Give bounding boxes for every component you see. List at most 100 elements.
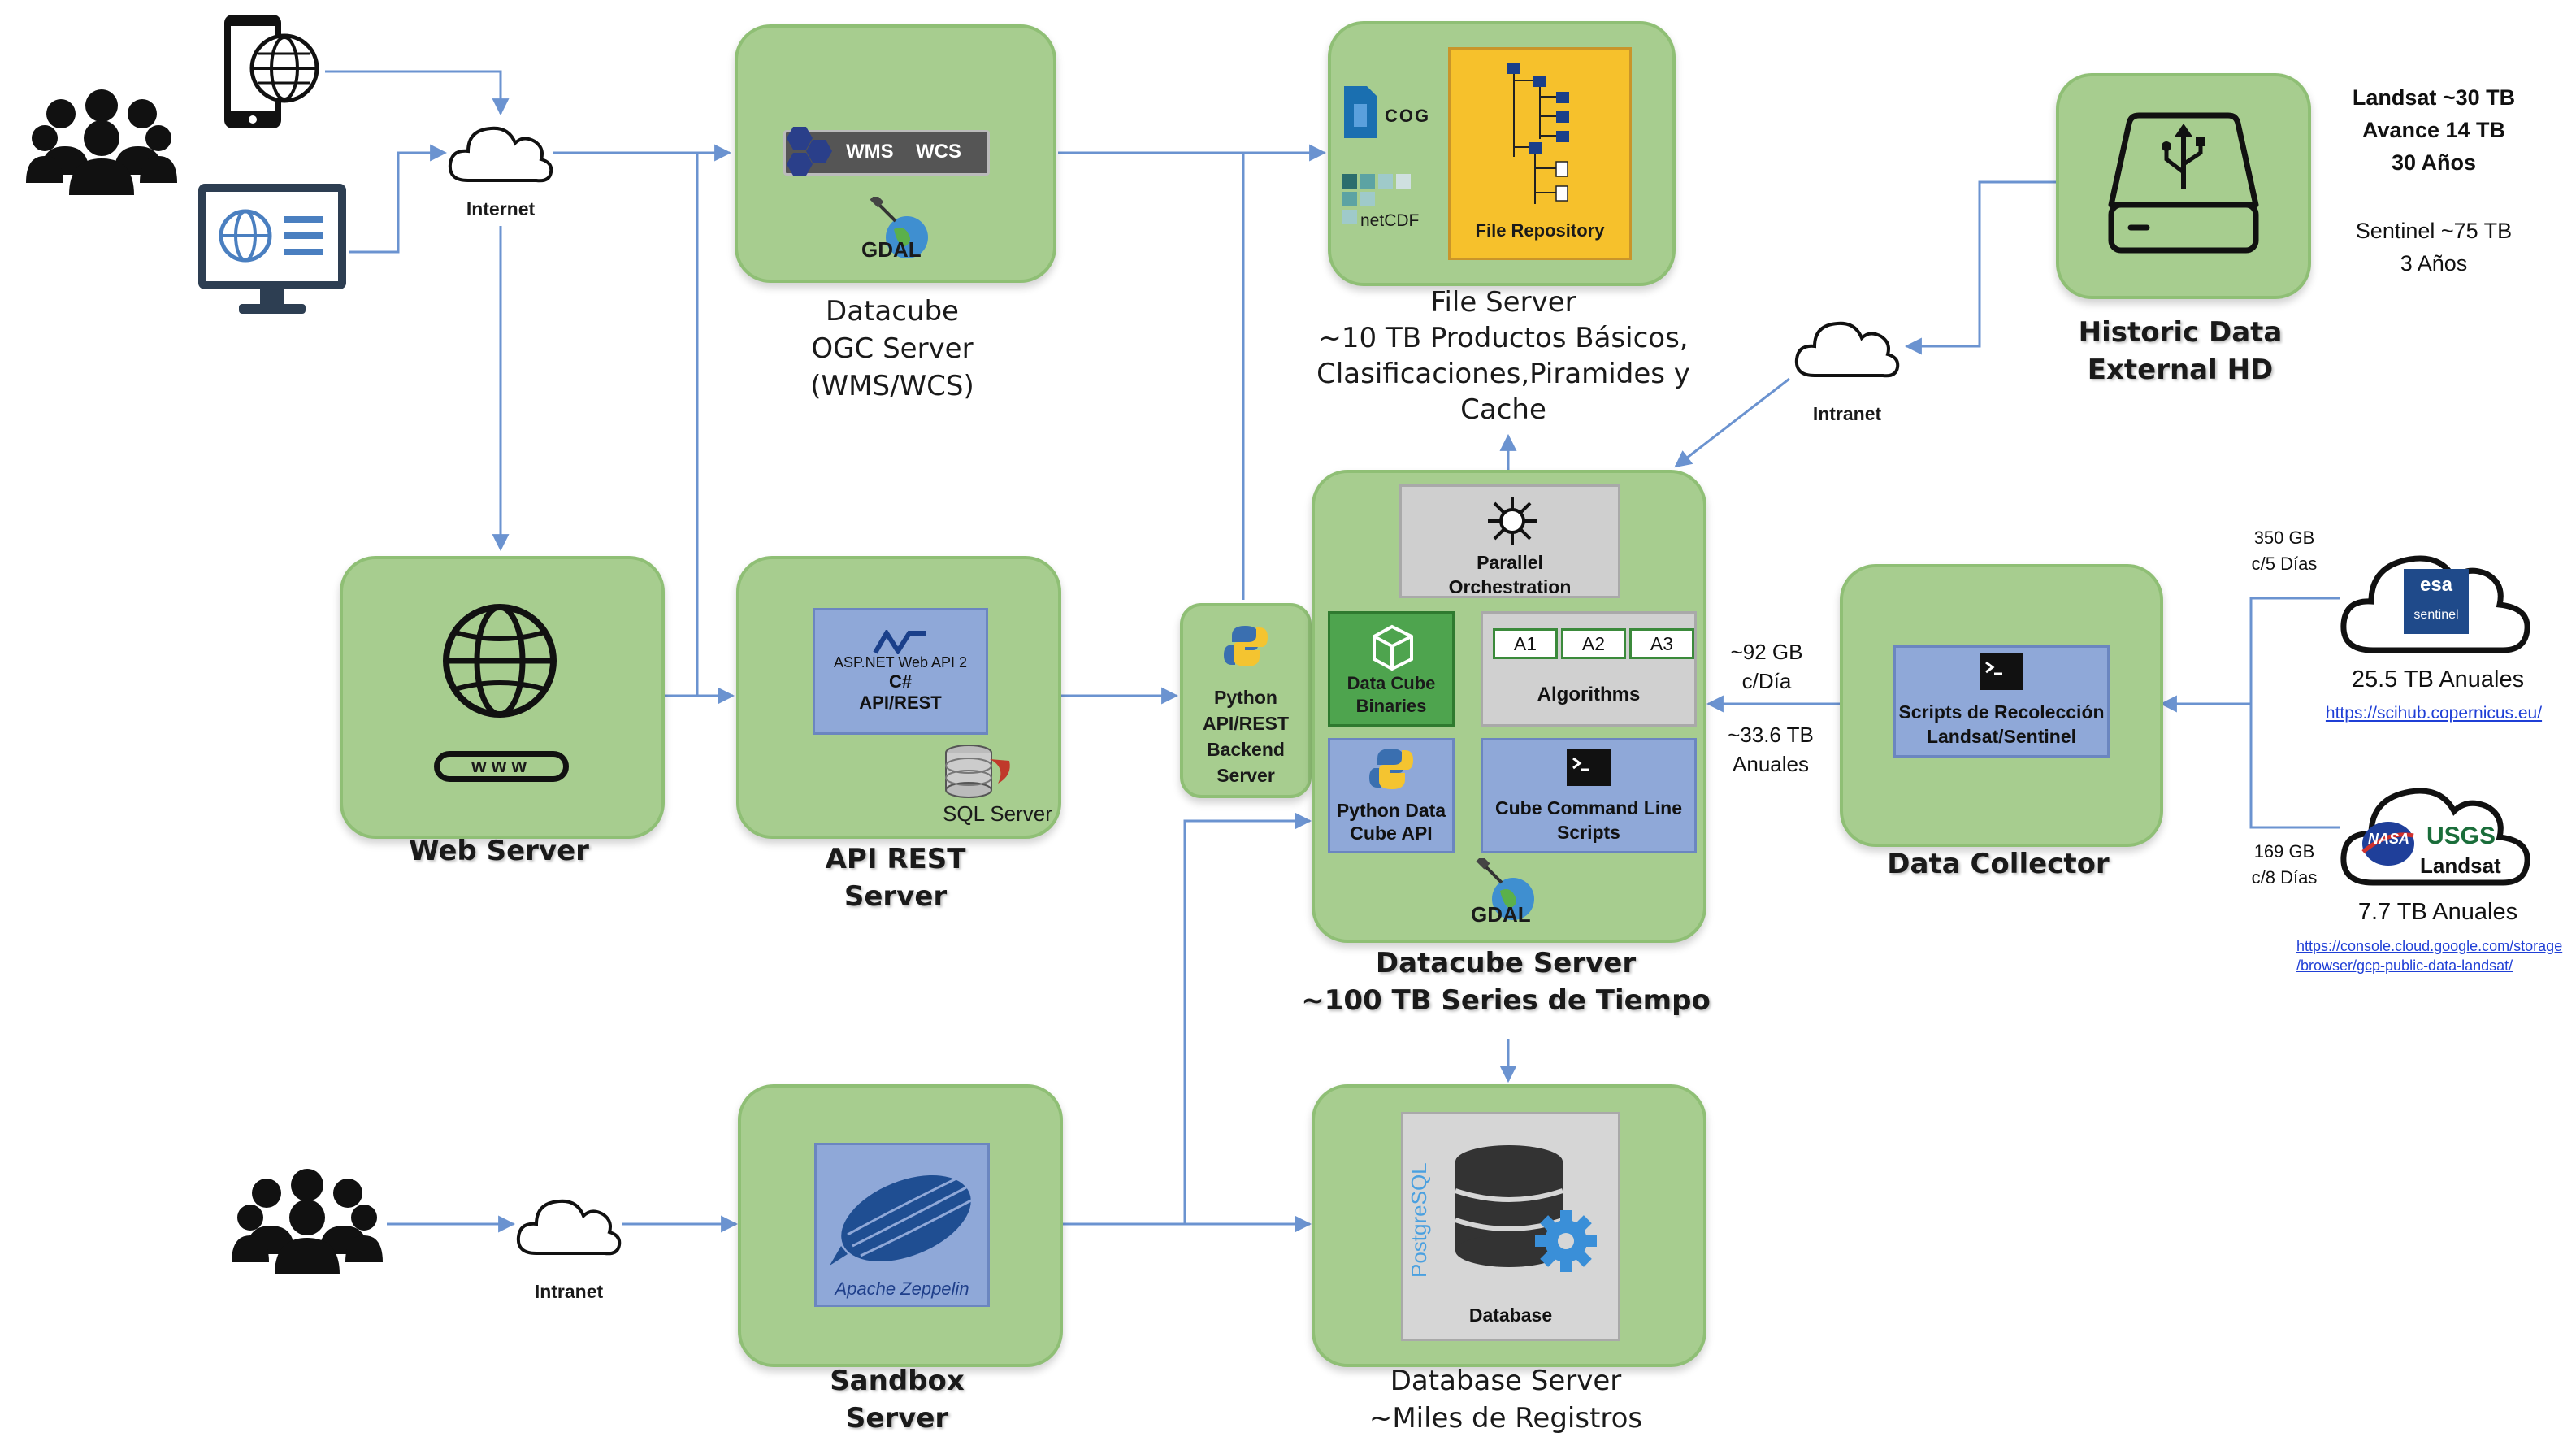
sentinel-annual: 25.5 TB Anuales [2351, 666, 2525, 692]
datacube-server-title: Datacube Server ~100 TB Series de Tiempo [1284, 944, 1728, 1019]
gear-icon [1535, 1210, 1597, 1272]
gdal-globe-icon [870, 197, 928, 258]
database-panel: PostgreSQL Database [1401, 1112, 1620, 1341]
binaries-line-1: Data Cube [1347, 673, 1436, 693]
python-backend-label: Python API/REST Backend Server [1183, 684, 1308, 788]
file-repository-panel: File Repository [1448, 47, 1632, 260]
cube-command-line-panel: Cube Command Line Scripts [1481, 738, 1697, 853]
globe-icon [443, 604, 557, 718]
flow-daily-line-2: c/Día [1741, 669, 1792, 693]
python-logo-icon [1224, 626, 1268, 666]
flow-annual-line-2: Anuales [1733, 752, 1809, 776]
datacube-title-line-1: Datacube Server [1375, 947, 1637, 979]
wms-label: WMS [846, 141, 894, 163]
file-server-box[interactable]: COG netCDF File Repository [1328, 21, 1676, 286]
python-backend-line-4: Server [1216, 765, 1275, 786]
esa-label: esa [2419, 574, 2453, 596]
cube-icon [1373, 624, 1413, 671]
landsat-url-line-1[interactable]: https://console.cloud.google.com/storage [2296, 938, 2563, 954]
python-backend-box[interactable]: Python API/REST Backend Server [1180, 603, 1312, 798]
landsat-rate-line-1: 169 GB [2253, 841, 2315, 862]
flow-daily-line-1: ~92 GB [1730, 640, 1803, 664]
algorithms-label: Algorithms [1537, 684, 1641, 705]
ogc-title-line-1: Datacube [826, 295, 959, 328]
file-title-line-3: Clasificaciones,Piramides y [1316, 358, 1690, 390]
flow-note-annual: ~33.6 TB Anuales [1710, 720, 1832, 779]
datacube-ogc-server-box[interactable]: WMS WCS GDAL [735, 24, 1056, 283]
intranet-cloud-icon-bottom [516, 1199, 622, 1256]
file-title-line-4: Cache [1460, 393, 1546, 426]
historic-landsat-notes: Landsat ~30 TB Avance 14 TB 30 Años [2324, 81, 2543, 179]
landsat-rate: 169 GB c/8 Días [2223, 839, 2345, 891]
datacube-server-box[interactable]: Parallel Orchestration Data Cube Binarie… [1312, 470, 1706, 943]
aspnet-label: ASP.NET Web API 2 [833, 653, 968, 671]
historic-sentinel-notes: Sentinel ~75 TB 3 Años [2324, 215, 2543, 280]
file-title-line-1: File Server [1430, 286, 1576, 319]
apirest-label: API/REST [859, 692, 942, 713]
landsat-url-line-2[interactable]: /browser/gcp-public-data-landsat/ [2296, 957, 2513, 974]
sql-server-label: SQL Server [943, 801, 1052, 826]
landsat-url-link[interactable]: https://console.cloud.google.com/storage… [2296, 936, 2576, 975]
usgs-label: USGS [2426, 823, 2496, 849]
landsat-rate-line-2: c/8 Días [2251, 867, 2318, 888]
historic-title-line-1: Historic Data [2078, 316, 2283, 349]
historic-title-line-2: External HD [2087, 354, 2274, 386]
historic-note-1: Landsat ~30 TB [2352, 85, 2516, 110]
historic-data-title: Historic Data External HD [2023, 314, 2337, 389]
sandbox-server-box[interactable]: Apache Zeppelin [738, 1084, 1063, 1367]
flow-note-daily: ~92 GB c/Día [1710, 637, 1824, 696]
algorithms-panel: A1 A2 A3 Algorithms [1481, 611, 1697, 727]
historic-data-box[interactable] [2056, 73, 2311, 299]
collector-terminal-icon [1980, 653, 2023, 690]
cog-label: COG [1385, 106, 1431, 126]
aspnet-logo-icon [873, 629, 926, 654]
sentinel-url-link[interactable]: https://scihub.copernicus.eu/ [2325, 704, 2543, 723]
sql-server-icon [945, 745, 1010, 798]
historic-note-3: 30 Años [2391, 150, 2477, 175]
file-server-title: File Server ~10 TB Productos Básicos, Cl… [1300, 284, 1706, 428]
cog-file-icon [1344, 86, 1377, 138]
data-collector-box[interactable]: Scripts de Recolección Landsat/Sentinel [1840, 564, 2163, 847]
line-sandbox-datacube [1183, 812, 1312, 1224]
file-title-line-2: ~10 TB Productos Básicos, [1318, 322, 1689, 354]
web-server-box[interactable]: www [340, 556, 665, 839]
sentinel-rate: 350 GB c/5 Días [2223, 525, 2345, 577]
database-server-title: Database Server ~Miles de Registros [1284, 1362, 1728, 1437]
esa-sentinel-badge: esa sentinel [2404, 569, 2469, 634]
web-server-title: Web Server [409, 835, 589, 867]
ogc-title-line-2: OGC Server [811, 332, 974, 365]
intranet-bottom-label: Intranet [534, 1281, 604, 1302]
line-intranet-datacube [1674, 377, 1790, 468]
terminal-icon [1567, 749, 1611, 786]
python-backend-line-3: Backend [1207, 739, 1285, 760]
intranet-cloud-icon [1794, 321, 1900, 378]
ogc-title-line-3: (WMS/WCS) [810, 370, 974, 402]
api-title-line-1: API REST [825, 843, 966, 875]
datacube-ogc-title: Datacube OGC Server (WMS/WCS) [731, 293, 1053, 405]
sandbox-title: Sandbox Server [735, 1362, 1060, 1437]
algorithm-a2: A2 [1561, 628, 1626, 659]
line-historic-intranet [1904, 180, 2056, 355]
landsat-annual: 7.7 TB Anuales [2357, 899, 2518, 925]
flow-annual-line-1: ~33.6 TB [1728, 723, 1814, 747]
line-sources-collector [2249, 597, 2340, 829]
intranet-top-label: Intranet [1812, 403, 1882, 424]
nasa-logo-icon [2361, 822, 2414, 866]
www-pill: www [434, 751, 569, 782]
collector-scripts-panel: Scripts de Recolección Landsat/Sentinel [1893, 645, 2110, 758]
users-group-icon [26, 89, 177, 195]
collector-scripts-line-2: Landsat/Sentinel [1926, 726, 2077, 747]
historic-note-4: Sentinel ~75 TB [2355, 219, 2513, 243]
data-collector-title: Data Collector [1887, 848, 2110, 880]
aspnet-panel: ASP.NET Web API 2 C# API/REST [813, 608, 988, 735]
csharp-label: C# [888, 671, 913, 692]
wcs-label: WCS [916, 141, 961, 163]
database-server-box[interactable]: PostgreSQL Database [1312, 1084, 1706, 1367]
sentinel-rate-line-1: 350 GB [2253, 527, 2315, 548]
cmd-line-1: Cube Command Line [1494, 797, 1682, 818]
database-title-line-2: ~Miles de Registros [1368, 1402, 1643, 1435]
pyapi-line-2: Cube API [1350, 823, 1433, 844]
python-data-cube-api-panel: Python Data Cube API [1328, 738, 1455, 853]
api-rest-server-box[interactable]: ASP.NET Web API 2 C# API/REST SQL Server [736, 556, 1061, 839]
datacube-title-line-2: ~100 TB Series de Tiempo [1301, 984, 1711, 1017]
